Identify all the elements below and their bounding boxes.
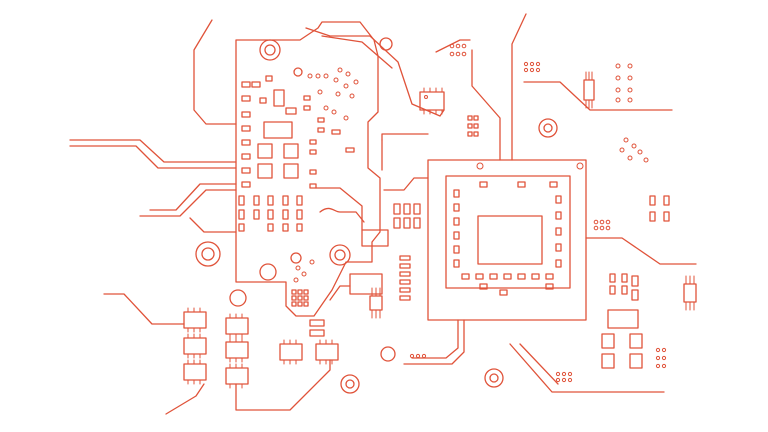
main-processor-chip [427, 159, 587, 321]
mount-hole [329, 244, 351, 266]
trace-bottom-left-b [165, 383, 205, 415]
via-group-bottom [409, 353, 573, 383]
resistor-pair [649, 195, 670, 222]
mount-hole-inner [543, 123, 553, 133]
trace-chip-top-1 [511, 13, 527, 161]
via-row [449, 43, 467, 57]
mount-hole [340, 374, 360, 394]
mount-hole-inner [345, 379, 355, 389]
component-column [241, 81, 267, 188]
trace-top-c [435, 39, 471, 53]
trace-right-top [523, 81, 673, 111]
mount-hole [195, 241, 221, 267]
trace-bottom-right [509, 343, 665, 393]
mount-hole [538, 118, 558, 138]
chip-pad [273, 89, 285, 107]
mount-hole [379, 37, 393, 51]
trace-chip-left [381, 133, 429, 141]
via-cluster [293, 67, 359, 283]
pad-stack [399, 255, 411, 301]
mount-hole [229, 289, 247, 307]
mount-hole [484, 368, 504, 388]
mount-hole-inner [489, 373, 499, 383]
trace-chip-bottom-b [411, 319, 459, 359]
trace-chip-top-2 [471, 49, 501, 161]
trace-left-2 [139, 189, 237, 217]
board-trace [319, 207, 365, 223]
trace-bottom-right-b [519, 343, 559, 385]
trace-top-left [193, 19, 237, 125]
chip-side-vias [593, 219, 611, 231]
trace-top-b [321, 35, 393, 69]
mount-hole-inner [264, 44, 276, 56]
trace-left-2b [149, 183, 237, 211]
mount-hole [259, 263, 277, 281]
board-connector [361, 229, 389, 247]
pad [309, 329, 325, 337]
board-connector [349, 273, 383, 295]
trace-left-3 [189, 217, 237, 233]
chip-pad [283, 143, 299, 159]
chip-pad [257, 143, 273, 159]
via-column [467, 115, 479, 137]
via-grid [291, 289, 309, 307]
trace-left-1 [69, 139, 237, 163]
trace-left-1b [69, 145, 237, 169]
trace-top [305, 27, 445, 117]
chip-pins [453, 181, 562, 296]
pad [309, 319, 325, 327]
resistor-row [238, 195, 303, 232]
trace-chip-left-2 [383, 177, 429, 191]
via-grid-right [523, 61, 649, 163]
trace-bottom-left-c [235, 359, 331, 411]
chip-pad [257, 163, 273, 179]
trace-chip-right [585, 237, 697, 265]
mount-hole [380, 346, 396, 362]
mount-hole [259, 39, 281, 61]
small-parts [265, 75, 355, 189]
mount-hole-inner [334, 249, 346, 261]
mount-hole-inner [201, 247, 215, 261]
connector-bottom [369, 287, 383, 319]
connector-right [683, 275, 697, 311]
board-trace [315, 187, 363, 231]
connector-right-top [583, 71, 595, 109]
chip-pad [263, 121, 293, 139]
left-board-outline [235, 21, 381, 317]
mount-hole [293, 67, 303, 77]
trace-chip-bottom [403, 319, 465, 365]
small-ic-top [419, 87, 445, 115]
mount-hole [290, 252, 302, 264]
board-trace [329, 285, 351, 301]
trace-bottom-left [103, 293, 185, 325]
right-module [601, 273, 667, 369]
ic-array [183, 307, 339, 389]
resistor-group [393, 203, 421, 229]
chip-pad [283, 163, 299, 179]
